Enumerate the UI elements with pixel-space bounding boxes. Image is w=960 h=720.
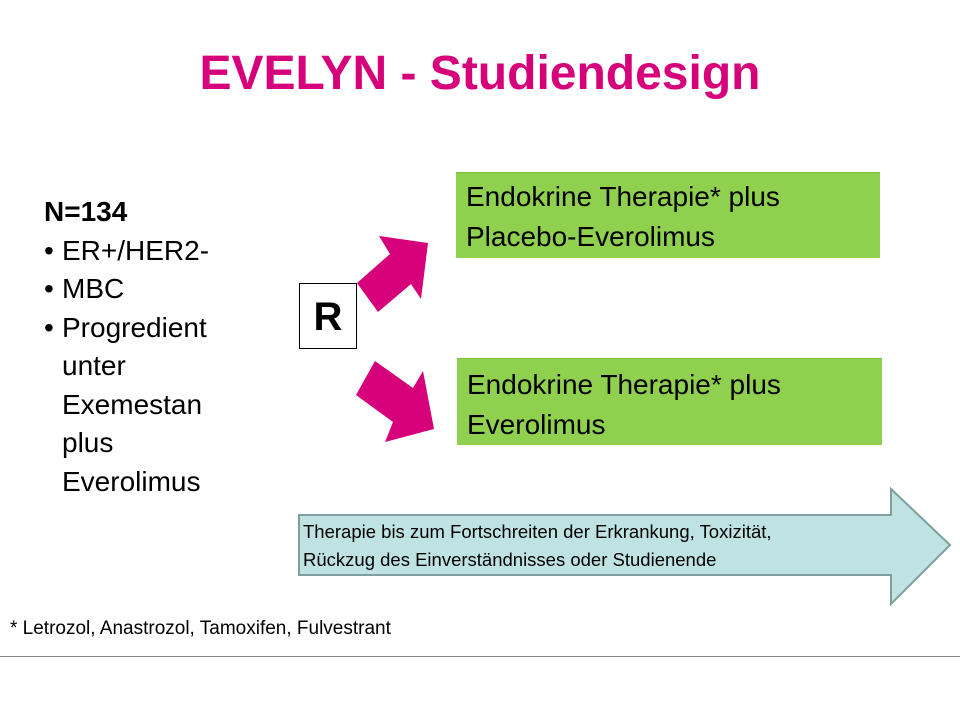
bullet-text: MBC — [62, 273, 125, 304]
slide-title: EVELYN - Studiendesign — [199, 47, 761, 100]
bullet-text-line: plus — [62, 427, 114, 458]
randomization-box: R — [299, 283, 357, 349]
divider — [0, 656, 960, 657]
duration-line: Therapie bis zum Fortschreiten der Erkra… — [303, 521, 772, 542]
duration-arrow — [298, 486, 952, 607]
arrow-up-right — [357, 236, 428, 312]
population-list: N=134 •ER+/HER2- •MBC • Progredient unte… — [44, 193, 209, 501]
duration-line: Rückzug des Einverständnisses oder Studi… — [303, 549, 717, 570]
bullet-text-line: unter — [62, 350, 126, 381]
bullet-item: • Progredient unter Exemestan plus Evero… — [44, 309, 209, 502]
arm-text: Endokrine Therapie* plus — [466, 181, 780, 212]
arrow-down-right — [356, 361, 434, 442]
duration-text: Therapie bis zum Fortschreiten der Erkra… — [303, 518, 772, 574]
arm-text: Placebo-Everolimus — [466, 221, 715, 252]
bullet-text-line: Progredient — [62, 311, 207, 343]
sample-size: N=134 — [44, 196, 128, 227]
arm-box-placebo: Endokrine Therapie* plus Placebo-Everoli… — [456, 172, 880, 258]
footnote: * Letrozol, Anastrozol, Tamoxifen, Fulve… — [10, 618, 391, 639]
bullet-text-line: Exemestan — [62, 388, 203, 420]
bullet-text: ER+/HER2- — [62, 234, 210, 266]
arm-text: Endokrine Therapie* plus — [467, 369, 781, 400]
bullet-item: •MBC — [44, 273, 125, 304]
arm-text: Everolimus — [467, 409, 606, 440]
arm-box-everolimus: Endokrine Therapie* plus Everolimus — [457, 358, 882, 445]
bullet-item: •ER+/HER2- — [44, 234, 210, 266]
bullet-text-line: Everolimus — [62, 465, 201, 497]
